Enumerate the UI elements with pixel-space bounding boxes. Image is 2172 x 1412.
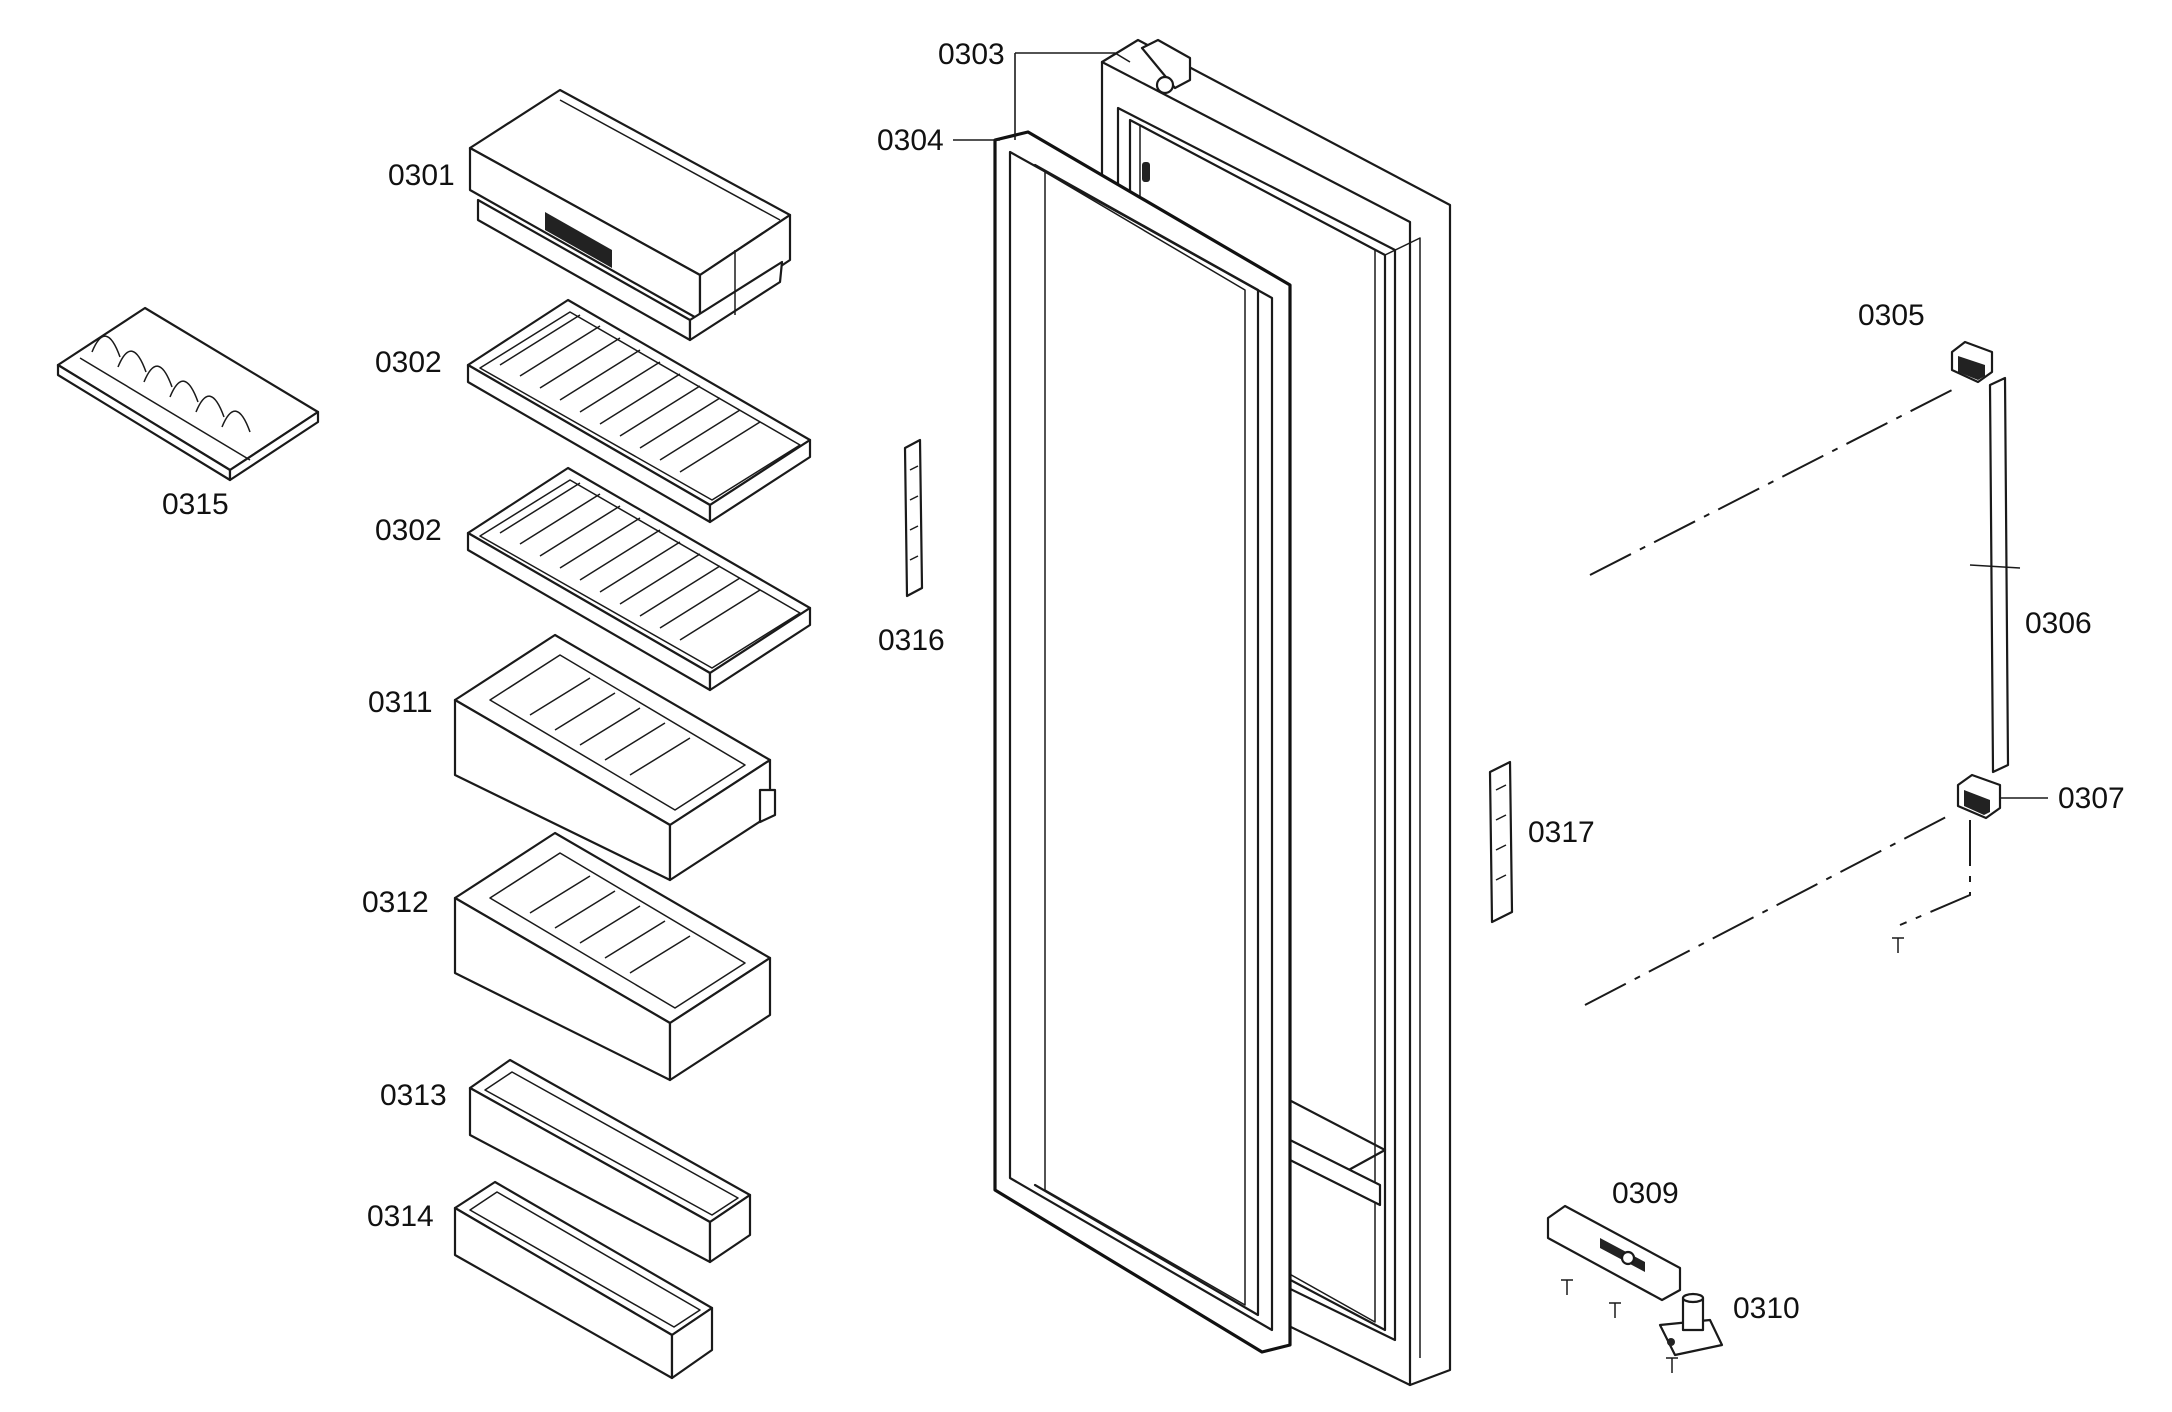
part-0315-egg-tray bbox=[56, 306, 320, 482]
label-0302-lower: 0302 bbox=[375, 514, 442, 547]
label-0307: 0307 bbox=[2058, 782, 2125, 815]
label-0303: 0303 bbox=[938, 38, 1005, 71]
label-0304: 0304 bbox=[877, 124, 944, 157]
part-0312-door-bin bbox=[453, 831, 772, 1082]
screw-icons bbox=[1561, 937, 1904, 1373]
assembly-lines bbox=[1584, 389, 1971, 1006]
part-0309-hinge-plate bbox=[1546, 1204, 1682, 1302]
label-0317: 0317 bbox=[1528, 816, 1595, 849]
label-0306: 0306 bbox=[2025, 607, 2092, 640]
label-0314: 0314 bbox=[367, 1200, 434, 1233]
label-0302-upper: 0302 bbox=[375, 346, 442, 379]
part-0304-door-gasket bbox=[993, 130, 1292, 1354]
label-0315: 0315 bbox=[162, 488, 229, 521]
part-0307-hinge-cap bbox=[1956, 773, 2002, 820]
label-0309: 0309 bbox=[1612, 1177, 1679, 1210]
part-0302-door-shelf-upper bbox=[466, 298, 812, 524]
label-0301: 0301 bbox=[388, 159, 455, 192]
label-0316: 0316 bbox=[878, 624, 945, 657]
part-0314-narrow-bin bbox=[453, 1180, 714, 1380]
label-0312: 0312 bbox=[362, 886, 429, 919]
part-0301-dairy-bin bbox=[468, 88, 792, 342]
label-0310: 0310 bbox=[1733, 1292, 1800, 1325]
part-0317-trim-strip bbox=[1488, 760, 1514, 924]
part-0313-narrow-bin bbox=[468, 1058, 752, 1264]
label-0305: 0305 bbox=[1858, 299, 1925, 332]
part-0310-hinge-pin bbox=[1658, 1292, 1724, 1357]
part-0305-hinge-cap bbox=[1950, 340, 1994, 384]
part-0302-door-shelf-lower bbox=[466, 466, 812, 692]
part-0306-trim-bar bbox=[1969, 376, 2021, 774]
part-labels: 0301 0302 0302 0311 0312 0313 0314 0315 … bbox=[162, 38, 2125, 1325]
label-0313: 0313 bbox=[380, 1079, 447, 1112]
leader-lines bbox=[953, 52, 2048, 799]
part-0311-door-bin bbox=[453, 633, 777, 882]
part-0316-trim-strip bbox=[903, 438, 924, 598]
label-0311: 0311 bbox=[368, 686, 433, 719]
